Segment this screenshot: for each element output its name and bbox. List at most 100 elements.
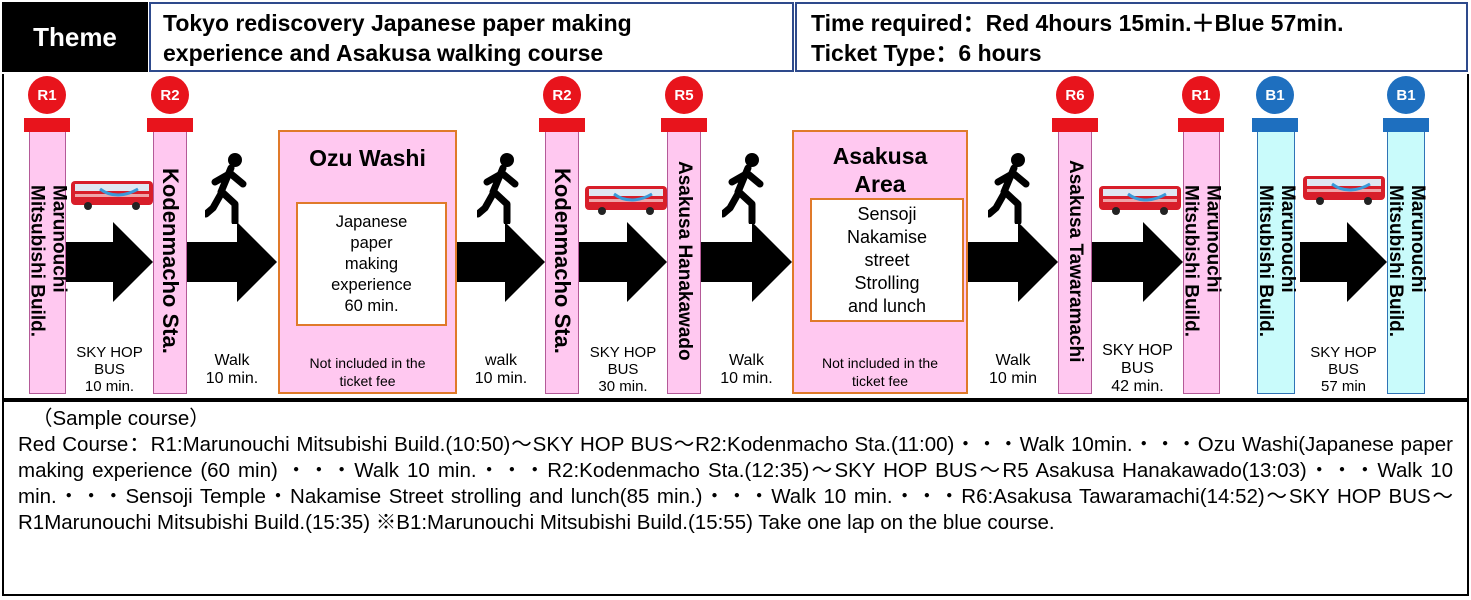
leg-mode: walk [484, 352, 517, 369]
fee-note-line2: ticket fee [851, 373, 909, 389]
arrow-right-icon [1092, 222, 1183, 302]
destination-asakusa-area: Asakusa Area Sensoji Nakamise street Str… [792, 130, 968, 394]
stop-marker-base-8 [1383, 118, 1429, 132]
leg-duration: 10 min [988, 370, 1038, 387]
leg-mode: SKY HOP [76, 344, 143, 361]
stop-pillar-4: Asakusa Hanakawado [667, 128, 701, 394]
route-diagram [2, 74, 1469, 400]
stop-marker-base-4 [661, 118, 707, 132]
leg-caption-2: Walk 10 min. [187, 352, 277, 388]
activity-line: Nakamise [846, 226, 928, 247]
ticket-type: Ticket Type：6 hours [811, 40, 1042, 66]
leg-duration: 10 min. [474, 370, 528, 387]
stop-pillar-5: Asakusa Tawaramachi [1058, 128, 1092, 394]
stop-marker-7: B1 [1256, 76, 1294, 114]
stop-name-3: Kodenmacho Sta. [550, 168, 575, 354]
destination-title: Asakusa Area [794, 142, 966, 198]
fee-note-line1: Not included in the [822, 355, 938, 371]
stop-name-2: Kodenmacho Sta. [158, 168, 183, 354]
stop-pillar-1: Marunouchi Mitsubishi Build. [27, 128, 70, 394]
arrow-right-icon [66, 222, 153, 302]
leg-mode: BUS [94, 361, 125, 378]
leg-caption-7: SKY HOP BUS 42 min. [1092, 342, 1183, 396]
theme-label: Theme [2, 2, 148, 72]
stop-name-6: Marunouchi Mitsubishi Build. [1180, 185, 1224, 337]
time-required: Time required：Red 4hours 15min.＋Blue 57m… [811, 10, 1344, 36]
arrow-right-icon [187, 222, 277, 302]
activity-line: paper [350, 233, 393, 252]
stop-name-7: Marunouchi Mitsubishi Build. [1255, 185, 1298, 337]
destination-title: Ozu Washi [309, 145, 426, 171]
leg-mode: Walk [729, 352, 764, 369]
stop-pillar-7: Marunouchi Mitsubishi Build. [1255, 128, 1298, 394]
leg-mode: Walk [995, 352, 1031, 369]
bus-icon [1303, 176, 1385, 205]
notes-body: Red Course：R1:Marunouchi Mitsubishi Buil… [18, 433, 1453, 534]
stop-marker-6: R1 [1182, 76, 1220, 114]
stop-marker-base-5 [1052, 118, 1098, 132]
leg-caption-4: SKY HOP BUS 30 min. [579, 344, 667, 395]
walk-icon [988, 153, 1030, 224]
course-title-line2: experience and Asakusa walking course [163, 40, 604, 66]
stop-marker-base-7 [1252, 118, 1298, 132]
walk-icon [722, 153, 764, 224]
stop-name-8: Marunouchi Mitsubishi Build. [1385, 185, 1428, 337]
destination-ozu-washi: Ozu Washi Japanese paper making experien… [278, 130, 457, 394]
leg-duration: 57 min [1320, 378, 1367, 395]
leg-caption-3: walk 10 min. [457, 352, 545, 388]
stop-pillar-8: Marunouchi Mitsubishi Build. [1385, 128, 1428, 394]
leg-caption-6: Walk 10 min [968, 352, 1058, 388]
destination-title-line1: Asakusa [832, 143, 928, 169]
activity-line: Strolling [854, 272, 920, 293]
fee-note-line2: ticket fee [339, 373, 396, 389]
stop-pillar-2: Kodenmacho Sta. [153, 128, 187, 394]
destination-title-line2: Area [854, 171, 906, 197]
stop-marker-base-1 [24, 118, 70, 132]
stop-name-4: Asakusa Hanakawado [674, 161, 695, 361]
stop-pillar-6: Marunouchi Mitsubishi Build. [1181, 128, 1224, 394]
stop-marker-2: R2 [151, 76, 189, 114]
leg-mode: BUS [1121, 360, 1154, 377]
bus-icon [71, 181, 153, 210]
stop-marker-5: R6 [1056, 76, 1094, 114]
arrow-right-icon [457, 222, 545, 302]
course-title-line1: Tokyo rediscovery Japanese paper making [163, 10, 632, 36]
stop-marker-3: R2 [543, 76, 581, 114]
activity-line: and lunch [847, 295, 927, 316]
stop-marker-4: R5 [665, 76, 703, 114]
notes-heading: （Sample course） [32, 407, 210, 430]
activity-line: making [344, 254, 399, 273]
bus-icon [585, 186, 667, 215]
leg-caption-1: SKY HOP BUS 10 min. [66, 344, 153, 395]
activity-line: Japanese [335, 212, 408, 231]
leg-duration: 42 min. [1111, 378, 1164, 395]
activity-line: experience [331, 275, 412, 294]
leg-duration: 10 min. [84, 378, 135, 395]
stop-name-5: Asakusa Tawaramachi [1065, 159, 1086, 363]
walk-icon [205, 153, 247, 224]
arrow-right-icon [701, 222, 792, 302]
leg-duration: 10 min. [720, 370, 773, 387]
activity-box: Japanese paper making experience 60 min. [296, 202, 447, 326]
leg-duration: 10 min. [205, 370, 259, 387]
arrow-right-icon [968, 222, 1058, 302]
leg-duration: 30 min. [598, 378, 648, 395]
leg-mode: SKY HOP [589, 344, 657, 361]
arrow-right-icon [1300, 222, 1387, 302]
stop-marker-base-6 [1178, 118, 1224, 132]
bus-icon [1099, 186, 1181, 215]
stop-marker-1: R1 [28, 76, 66, 114]
leg-mode: SKY HOP [1310, 344, 1377, 361]
leg-caption-8: SKY HOP BUS 57 min [1300, 344, 1387, 395]
arrow-right-icon [579, 222, 667, 302]
fee-note-line1: Not included in the [309, 355, 426, 371]
activity-box: Sensoji Nakamise street Strolling and lu… [810, 198, 964, 322]
walk-icon [477, 153, 519, 224]
leg-mode: Walk [214, 352, 250, 369]
stop-marker-8: B1 [1387, 76, 1425, 114]
stop-pillar-3: Kodenmacho Sta. [545, 128, 579, 394]
stop-name-1: Marunouchi Mitsubishi Build. [26, 185, 70, 337]
leg-caption-5: Walk 10 min. [701, 352, 792, 388]
stop-marker-base-2 [147, 118, 193, 132]
activity-line: Sensoji [857, 203, 917, 224]
